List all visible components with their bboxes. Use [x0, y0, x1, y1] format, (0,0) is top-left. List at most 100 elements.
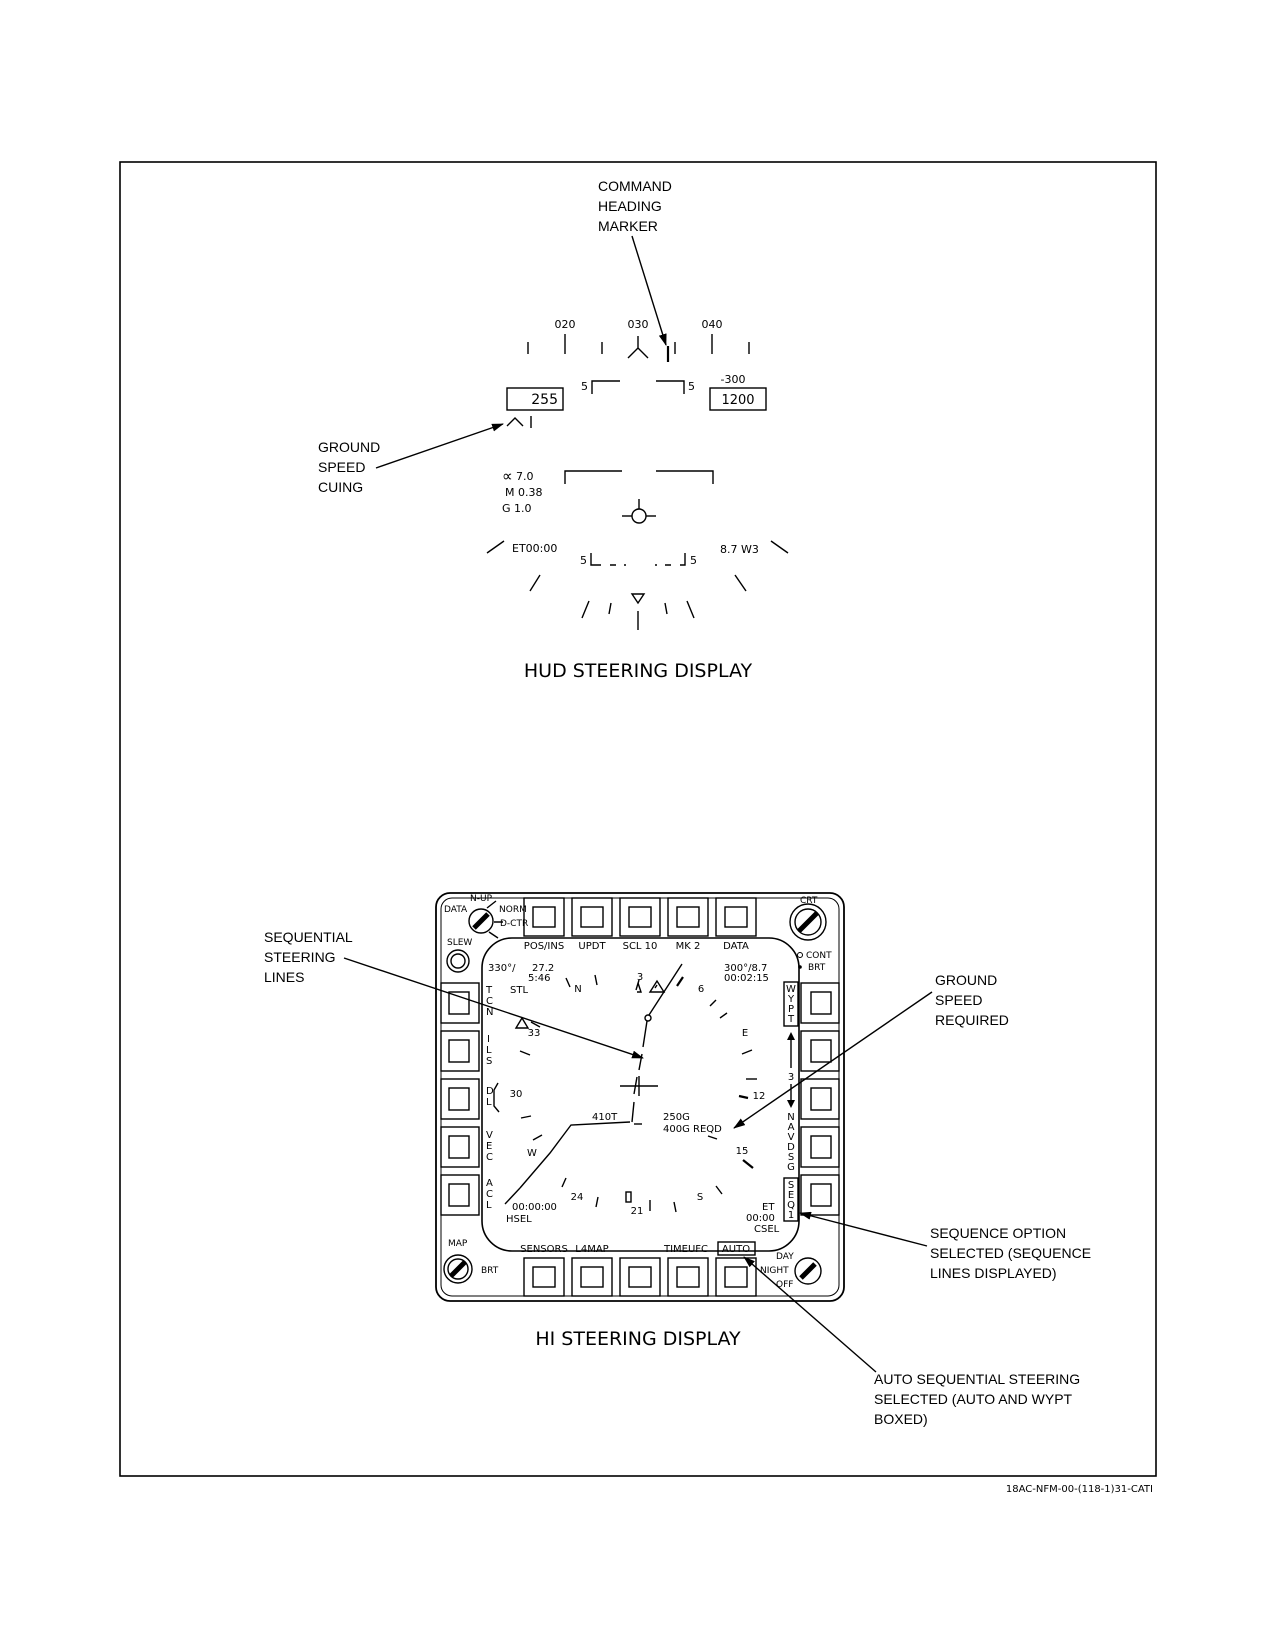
pitch-label: 5 [580, 554, 587, 567]
bottom-button-3[interactable] [619, 1257, 661, 1297]
top-button-2[interactable] [571, 897, 613, 937]
aircraft-symbol [620, 1076, 658, 1096]
horizon-line [564, 470, 714, 484]
airspeed-box [506, 387, 564, 411]
top-button-5[interactable] [715, 897, 757, 937]
option-sensors[interactable]: SENSORS [520, 1244, 568, 1255]
brt-top-label: BRT [808, 963, 826, 973]
pitch-label: 5 [581, 380, 588, 393]
callout-sequential-steering: SEQUENTIAL STEERING LINES [264, 929, 644, 1059]
callout-ground-speed-required: GROUND SPEED REQUIRED [733, 972, 1009, 1129]
compass-w: W [527, 1148, 537, 1159]
brt-bottom-label: BRT [481, 1266, 499, 1276]
velocity-vector-symbol [622, 499, 656, 524]
compass-n: N [574, 984, 581, 995]
map-knob[interactable] [443, 1254, 473, 1284]
knob-dctr-label: D-CTR [500, 919, 528, 929]
top-option-labels: POS/INS UPDT SCL 10 MK 2 DATA [524, 941, 749, 952]
bottom-button-5[interactable] [715, 1257, 757, 1297]
top-button-3[interactable] [619, 897, 661, 937]
svg-text:MARKER: MARKER [598, 218, 658, 234]
left-button-5[interactable] [440, 1174, 480, 1216]
ground-speed-cue [506, 416, 532, 428]
callout-ground-speed-cuing: GROUND SPEED CUING [318, 423, 504, 495]
compass-24: 24 [571, 1192, 584, 1203]
callout-auto-sequential: AUTO SEQUENTIAL STEERING SELECTED (AUTO … [743, 1256, 1080, 1427]
right-button-1[interactable] [800, 982, 840, 1024]
compass-15: 15 [736, 1146, 749, 1157]
compass-6: 6 [698, 984, 704, 995]
heading-bug [625, 1191, 632, 1203]
option-l4map[interactable]: L4MAP [575, 1244, 608, 1255]
svg-text:BOXED): BOXED) [874, 1411, 928, 1427]
night-label: NIGHT [760, 1266, 789, 1276]
option-data[interactable]: DATA [723, 941, 749, 952]
mfd-bezel [435, 892, 845, 1302]
option-mark[interactable]: MK 2 [676, 941, 701, 952]
bottom-button-4[interactable] [667, 1257, 709, 1297]
top-button-4[interactable] [667, 897, 709, 937]
svg-text:REQUIRED: REQUIRED [935, 1012, 1009, 1028]
left-button-4[interactable] [440, 1126, 480, 1168]
svg-text:COMMAND: COMMAND [598, 178, 672, 194]
steering-mode: STL [510, 985, 528, 996]
svg-text:SPEED: SPEED [318, 459, 365, 475]
bank-scale [581, 593, 695, 630]
left-button-2[interactable] [440, 1030, 480, 1072]
target-bearing-range: 300°/8.7 [724, 963, 767, 974]
day-night-knob[interactable] [794, 1257, 822, 1285]
svg-text:LINES: LINES [264, 969, 304, 985]
svg-text:GROUND: GROUND [318, 439, 380, 455]
right-button-5[interactable] [800, 1174, 840, 1216]
airspeed-value: 255 [531, 392, 558, 408]
hud-display: 020 030 040 5 5 255 -300 1200 [486, 318, 789, 682]
cont-label: CONT [806, 951, 832, 961]
data-knob[interactable] [468, 900, 503, 939]
svg-text:SELECTED (SEQUENCE: SELECTED (SEQUENCE [930, 1245, 1091, 1261]
right-button-2[interactable] [800, 1030, 840, 1072]
option-pos-ins[interactable]: POS/INS [524, 941, 564, 952]
compass-30: 30 [510, 1089, 523, 1100]
vertical-velocity: -300 [721, 373, 746, 386]
crt-brightness-knob[interactable] [789, 903, 827, 941]
day-label: DAY [776, 1252, 794, 1262]
top-button-1[interactable] [523, 897, 565, 937]
left-button-1[interactable] [440, 982, 480, 1024]
seq-box [783, 1177, 799, 1222]
option-timeufc[interactable]: TIMEUFC [663, 1244, 708, 1255]
hsel-label: HSEL [506, 1214, 532, 1225]
alpha-value: 7.0 [516, 470, 534, 483]
callout-command-heading: COMMAND HEADING MARKER [598, 178, 672, 346]
left-button-3[interactable] [440, 1078, 480, 1120]
right-pushbuttons [800, 982, 840, 1216]
svg-text:HEADING: HEADING [598, 198, 662, 214]
waypoint-bearing: 330°/ [488, 963, 516, 974]
bottom-button-2[interactable] [571, 1257, 613, 1297]
heading-scale: 020 030 040 [527, 318, 750, 362]
pitch-label: 5 [690, 554, 697, 567]
crt-label: CRT [800, 896, 818, 906]
option-updt[interactable]: UPDT [578, 941, 606, 952]
right-button-4[interactable] [800, 1126, 840, 1168]
right-button-3[interactable] [800, 1078, 840, 1120]
svg-text:LINES DISPLAYED): LINES DISPLAYED) [930, 1265, 1057, 1281]
option-scale[interactable]: SCL 10 [623, 941, 658, 952]
option-auto[interactable]: AUTO [722, 1244, 750, 1255]
waypoint-symbol-33 [514, 1016, 530, 1029]
bottom-button-1[interactable] [523, 1257, 565, 1297]
markpoint-symbol [648, 979, 666, 993]
figure-code: 18AC-NFM-00-(118-1)31-CATI [1006, 1484, 1153, 1495]
slew-control[interactable] [446, 949, 470, 973]
map-label: MAP [448, 1239, 468, 1249]
bottom-option-labels: SENSORS L4MAP TIMEUFC AUTO [520, 1241, 756, 1256]
elapsed-time-bl: 00:00:00 [512, 1202, 557, 1213]
